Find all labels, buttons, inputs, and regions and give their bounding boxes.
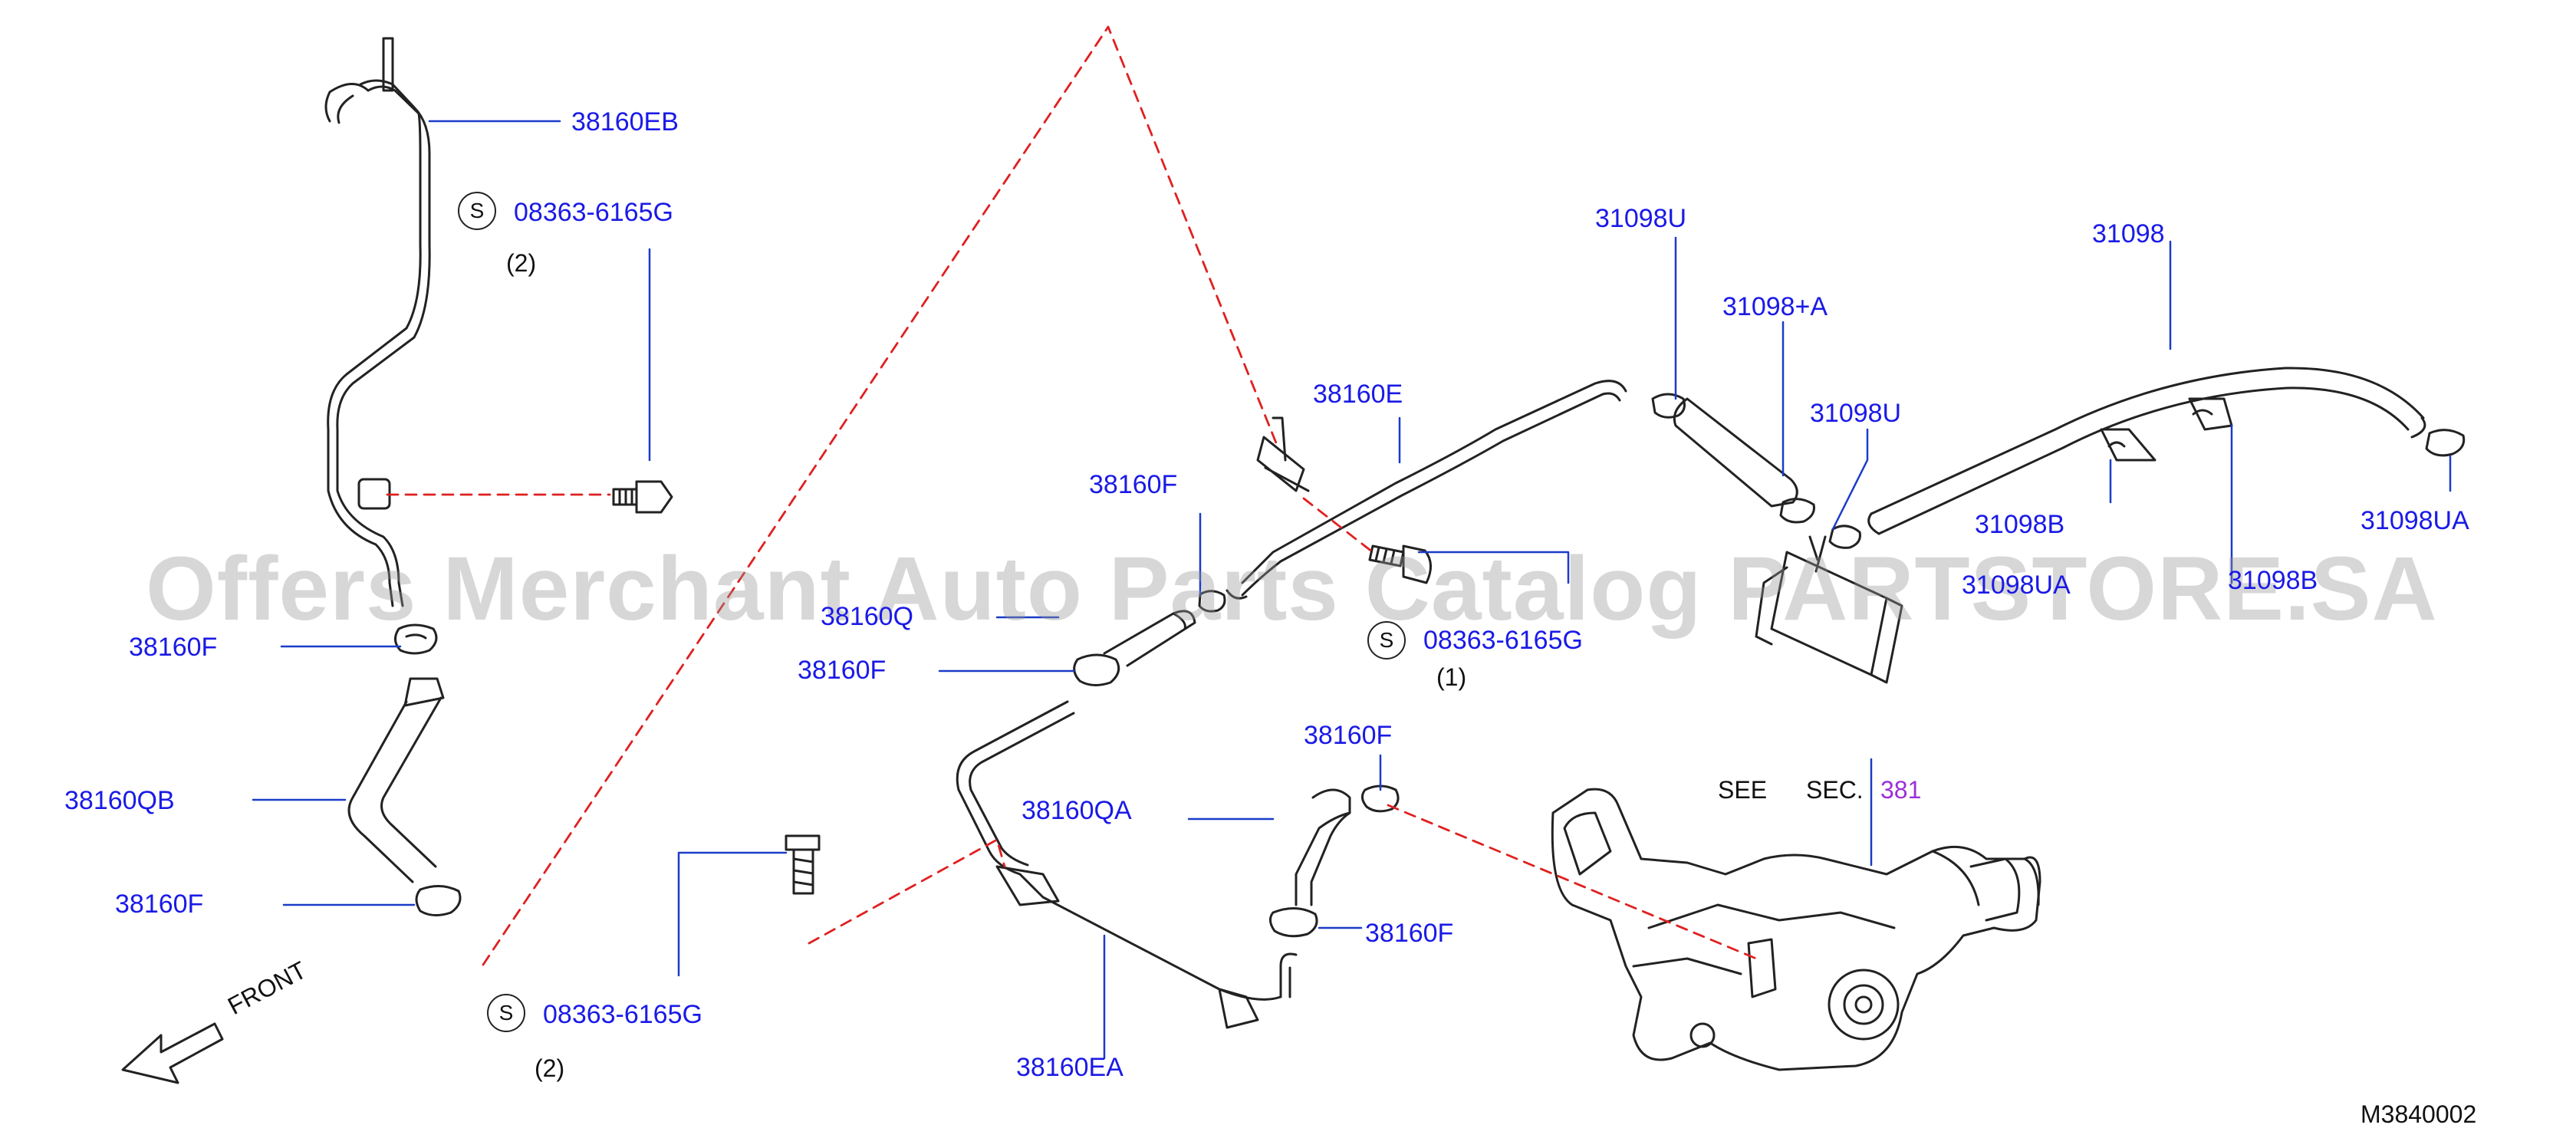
screw-symbol-top: S [458,192,496,230]
tube-38160e[interactable] [1225,380,1627,600]
label-31098ua[interactable]: 31098UA [2361,506,2469,535]
hose-31098u-left[interactable] [1651,393,1686,419]
screw-symbol-mid: S [1367,621,1406,659]
label-31098b[interactable]: 31098B [1975,510,2065,539]
sec-link[interactable]: 381 [1880,776,1922,804]
dashed-leaders [386,25,1758,966]
label-38160f-left-low[interactable]: 38160F [115,890,204,919]
bracket-31098b-left[interactable] [2100,428,2157,462]
label-31098[interactable]: 31098 [2092,219,2165,248]
bracket-31098b-right[interactable] [2188,397,2233,431]
label-31098a[interactable]: 31098+A [1722,292,1828,321]
hose-31098a[interactable] [1673,397,1798,508]
hose-38160qa[interactable] [1269,784,1400,938]
clamp-31098u[interactable] [1779,498,1861,549]
label-31098b-2[interactable]: 31098B [2228,566,2318,595]
clamp-38160f-left[interactable] [394,623,438,655]
label-31098u[interactable]: 31098U [1595,204,1687,233]
label-screw-bottom[interactable]: 08363-6165G [543,1000,702,1029]
screw-symbol-bottom: S [487,994,525,1032]
hose-38160qb[interactable] [347,677,445,883]
clamp-38160f-top[interactable] [1198,590,1226,613]
valve-canister[interactable] [1755,535,1903,684]
qty-bottom: (2) [535,1054,565,1082]
qty-mid: (1) [1436,663,1467,691]
label-38160f-mid2[interactable]: 38160F [798,656,887,685]
qty-top: (2) [506,249,537,277]
sec-label: SEC. [1806,776,1864,804]
bolt-bottom[interactable] [785,834,821,895]
label-screw-top[interactable]: 08363-6165G [514,198,673,227]
tube-38160ea[interactable] [956,700,1298,1029]
label-38160f-mid[interactable]: 38160F [1089,470,1178,499]
label-38160eb[interactable]: 38160EB [571,107,679,136]
label-31098ua-2[interactable]: 31098UA [1962,571,2071,600]
label-38160f-left[interactable]: 38160F [129,633,218,662]
breather-tube-38160eb[interactable] [324,37,431,607]
label-31098u-2[interactable]: 31098U [1810,399,1902,428]
bolt-top[interactable] [612,480,673,514]
label-screw-mid[interactable]: 08363-6165G [1423,626,1583,655]
label-38160f-lower2[interactable]: 38160F [1365,919,1454,948]
differential-housing[interactable] [1551,788,2041,1071]
label-38160e[interactable]: 38160E [1313,380,1403,409]
front-arrow-icon [121,1022,224,1084]
label-38160ea[interactable]: 38160EA [1016,1053,1124,1082]
clamp-31098ua[interactable] [2425,429,2466,457]
label-38160qa[interactable]: 38160QA [1022,796,1132,825]
diagram-code: M3840002 [2361,1100,2477,1128]
label-38160qb[interactable]: 38160QB [64,786,175,815]
clamp-38160f-mid[interactable] [1073,653,1120,686]
label-38160f-lower[interactable]: 38160F [1304,721,1393,750]
hose-31098[interactable] [1867,367,2426,535]
clamp-38160f-left-lower[interactable] [415,885,462,916]
leader-lines [252,120,2452,1060]
hose-38160q[interactable] [1103,610,1196,667]
see-label: SEE [1718,776,1768,804]
label-38160q[interactable]: 38160Q [821,602,913,631]
